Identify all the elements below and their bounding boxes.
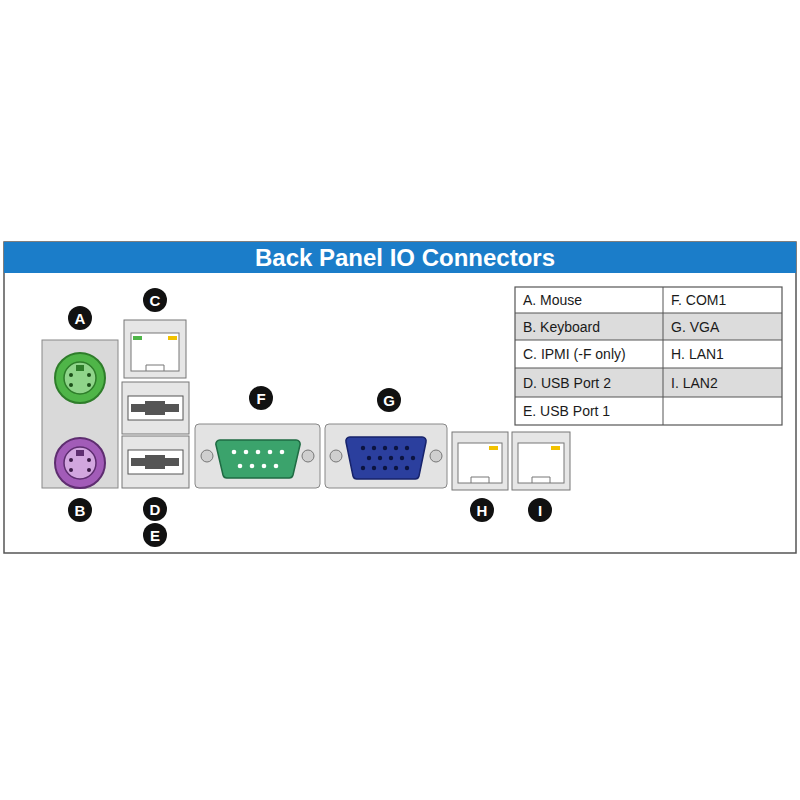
table-cell: F. COM1 <box>671 293 726 307</box>
ps2-ports <box>42 340 118 488</box>
pin <box>405 466 409 470</box>
pin <box>383 446 387 450</box>
callout-letter: G <box>383 393 395 408</box>
pin <box>250 464 255 469</box>
table-cell: E. USB Port 1 <box>523 404 610 418</box>
table-cell: G. VGA <box>671 320 719 334</box>
pin <box>274 464 279 469</box>
callout-letter: E <box>150 528 160 543</box>
callout-letter: H <box>477 503 488 518</box>
pin <box>405 446 409 450</box>
pin <box>367 456 371 460</box>
callout-letter: C <box>150 293 161 308</box>
title: Back Panel IO Connectors <box>255 244 555 272</box>
callout-circles <box>68 288 552 547</box>
callout-letter: F <box>256 391 265 406</box>
pin <box>361 446 365 450</box>
pin <box>372 466 376 470</box>
pin <box>268 450 273 455</box>
com-port <box>195 424 320 488</box>
table-cell: A. Mouse <box>523 293 582 307</box>
pin <box>232 450 237 455</box>
table-cell: B. Keyboard <box>523 320 600 334</box>
pin <box>400 456 404 460</box>
panel <box>4 242 796 553</box>
pin <box>394 446 398 450</box>
table-cell: H. LAN1 <box>671 347 724 361</box>
callout-letter: I <box>538 503 542 518</box>
callout-letter: D <box>150 502 161 517</box>
pin <box>411 456 415 460</box>
callout-letter: A <box>75 311 86 326</box>
pin <box>244 450 249 455</box>
pin <box>262 464 267 469</box>
legend-table <box>515 287 782 425</box>
pin <box>280 450 285 455</box>
lan-ports <box>452 432 570 490</box>
table-cell: I. LAN2 <box>671 376 718 390</box>
pin <box>389 456 393 460</box>
usb-ports <box>122 382 189 488</box>
pin <box>256 450 261 455</box>
pin <box>378 456 382 460</box>
table-cell: C. IPMI (-F only) <box>523 347 626 361</box>
table-cell: D. USB Port 2 <box>523 376 611 390</box>
pin <box>238 464 243 469</box>
pin <box>372 446 376 450</box>
callout-letter: B <box>75 503 86 518</box>
pin <box>361 466 365 470</box>
pin <box>383 466 387 470</box>
pin <box>394 466 398 470</box>
ipmi-lan-port <box>124 320 186 378</box>
vga-port <box>325 424 447 488</box>
